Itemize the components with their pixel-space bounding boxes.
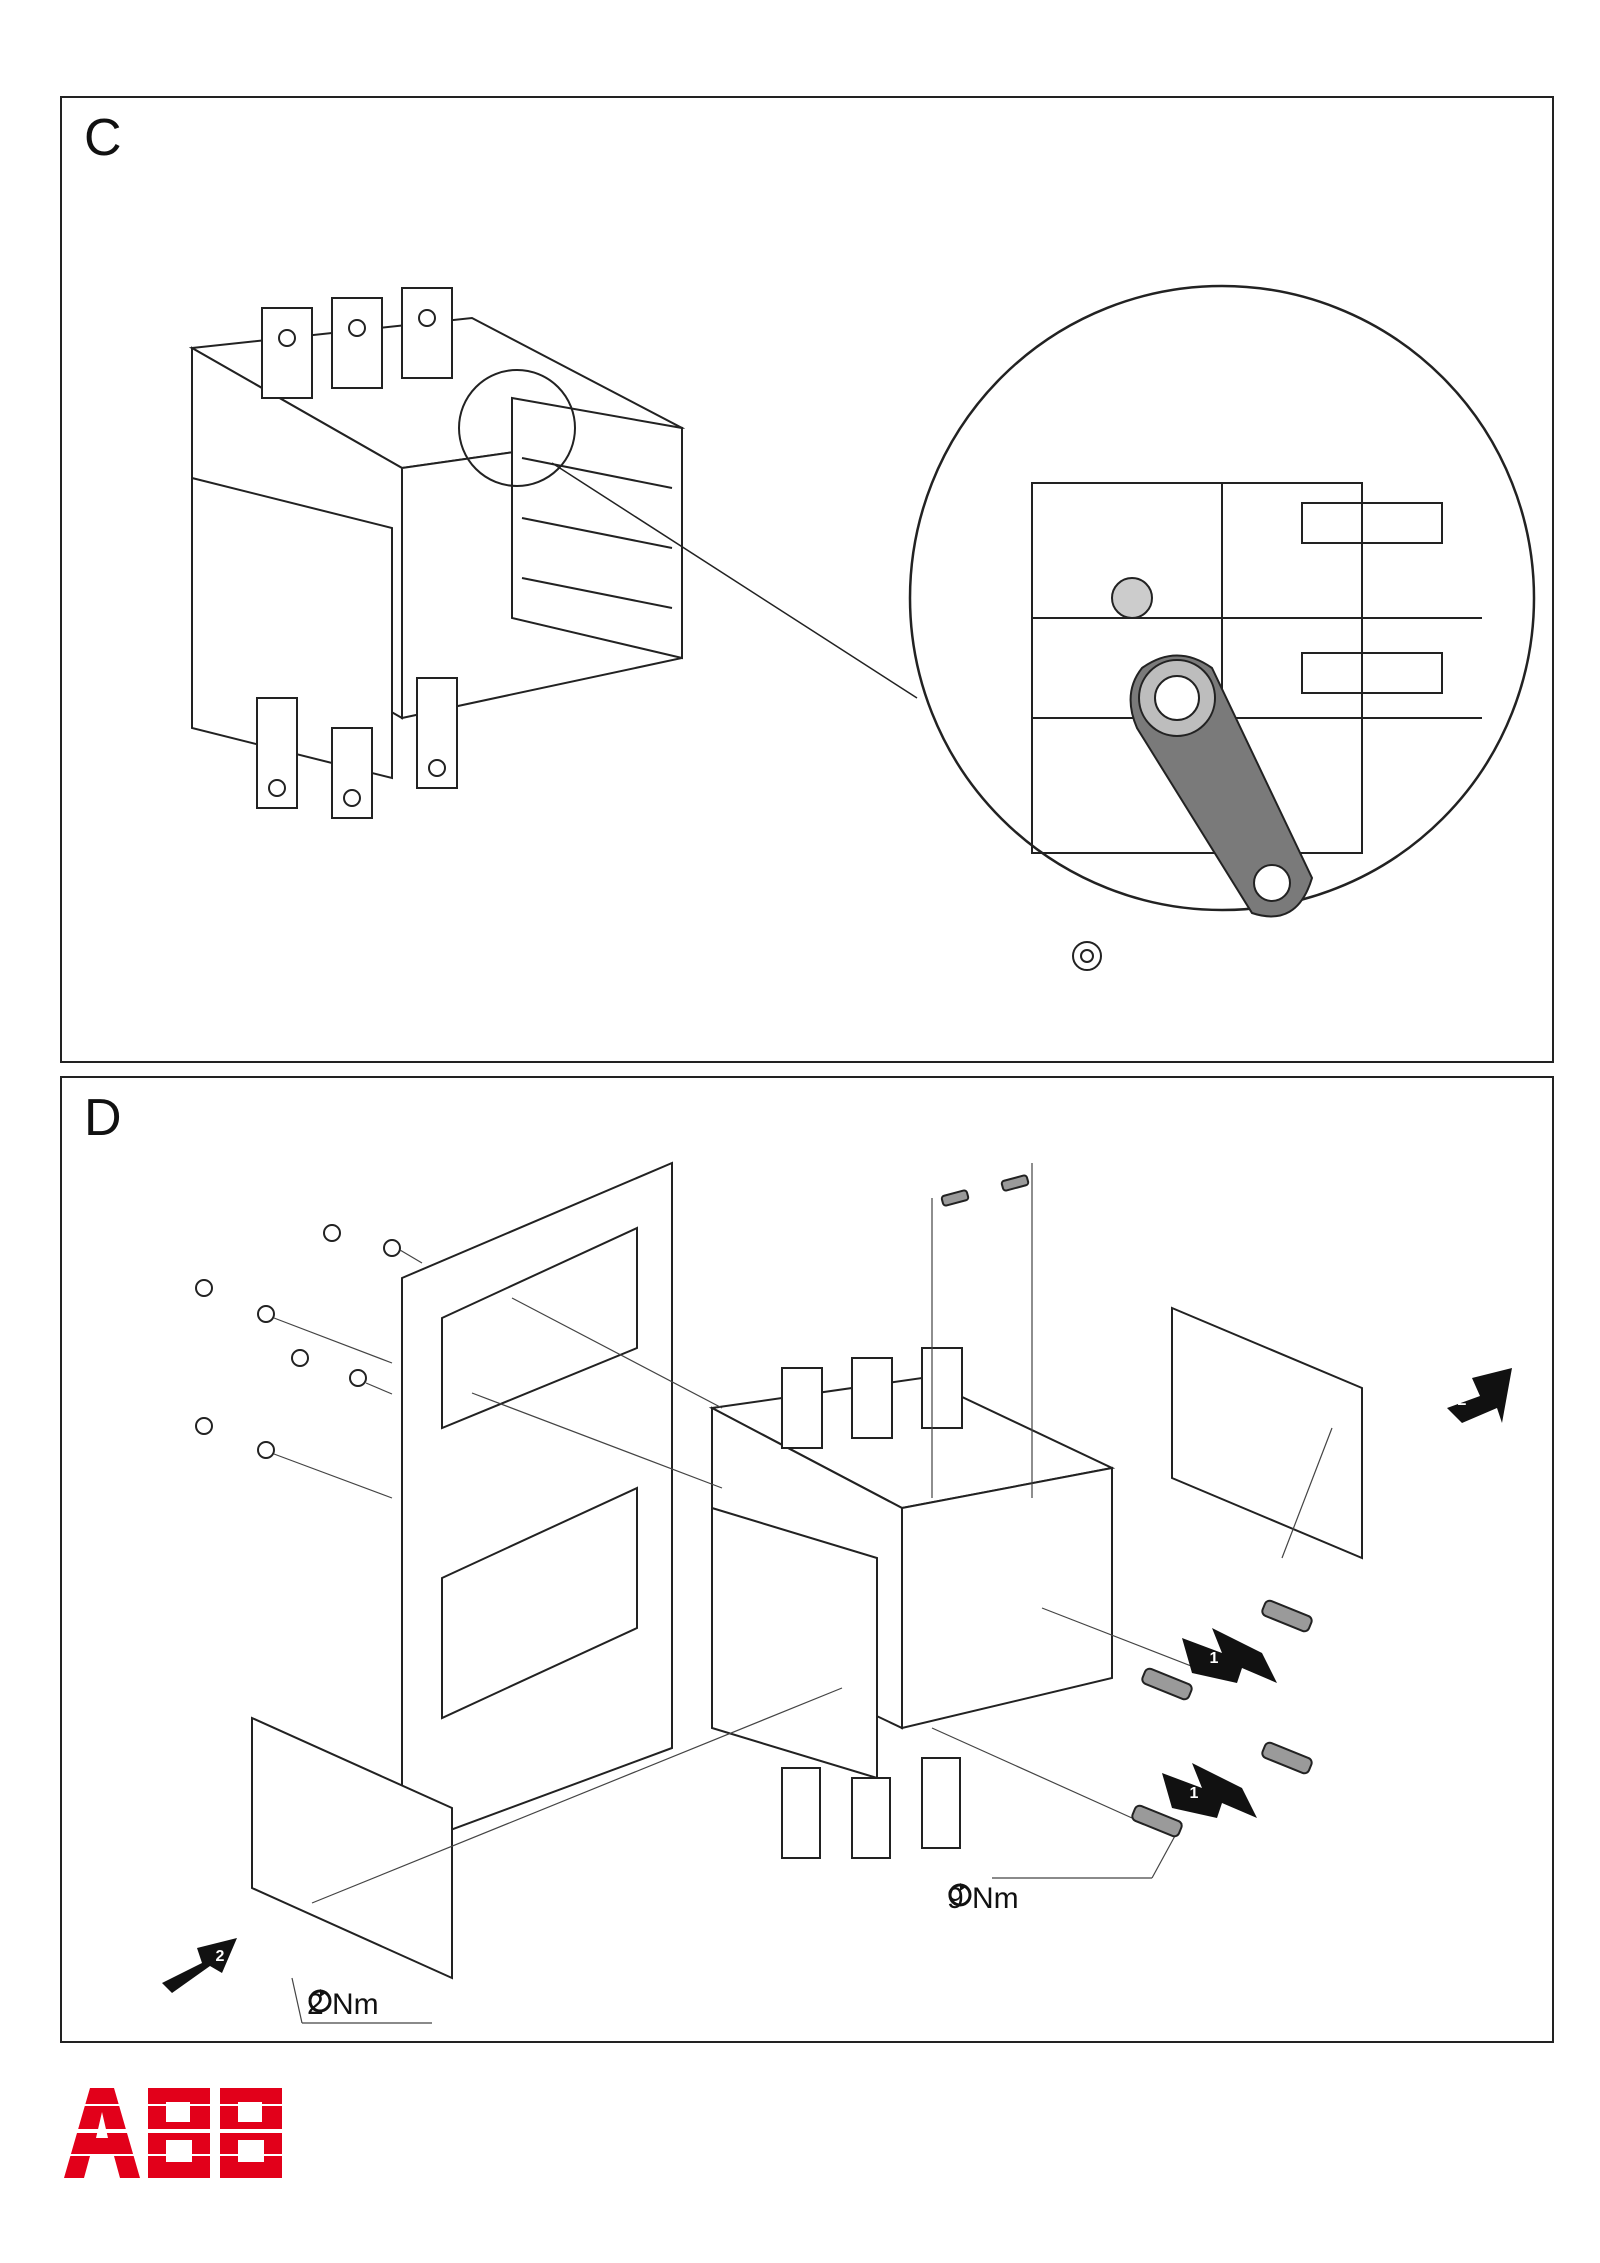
torque-callout-screws: 9 Nm (947, 1882, 1019, 1916)
step-badge-1a: 1 (1210, 1650, 1219, 1667)
panel-label-c: C (84, 109, 122, 167)
step-badge-1b: 1 (1190, 1785, 1199, 1802)
torque-value-screws: 9 Nm (947, 1882, 1019, 1915)
panel-c: C (60, 96, 1554, 1063)
panel-c-drawing (188, 284, 1536, 971)
step-badge-2b: 2 (216, 1948, 225, 1965)
torque-value-nuts: 2 Nm (307, 1988, 379, 2021)
step-badge-2a: 2 (1458, 1392, 1467, 1409)
panel-label-d: D (84, 1089, 122, 1147)
panel-d: D (60, 1076, 1554, 2043)
rotate-torque-icon (308, 1989, 332, 2013)
rotate-torque-icon (948, 1883, 972, 1907)
assembly-arrow-icon (162, 1368, 1512, 1993)
torque-callout-nuts: 2 Nm (307, 1988, 379, 2022)
panel-d-drawing: 1 1 2 2 (162, 1161, 1512, 2024)
abb-logo (60, 2088, 298, 2178)
